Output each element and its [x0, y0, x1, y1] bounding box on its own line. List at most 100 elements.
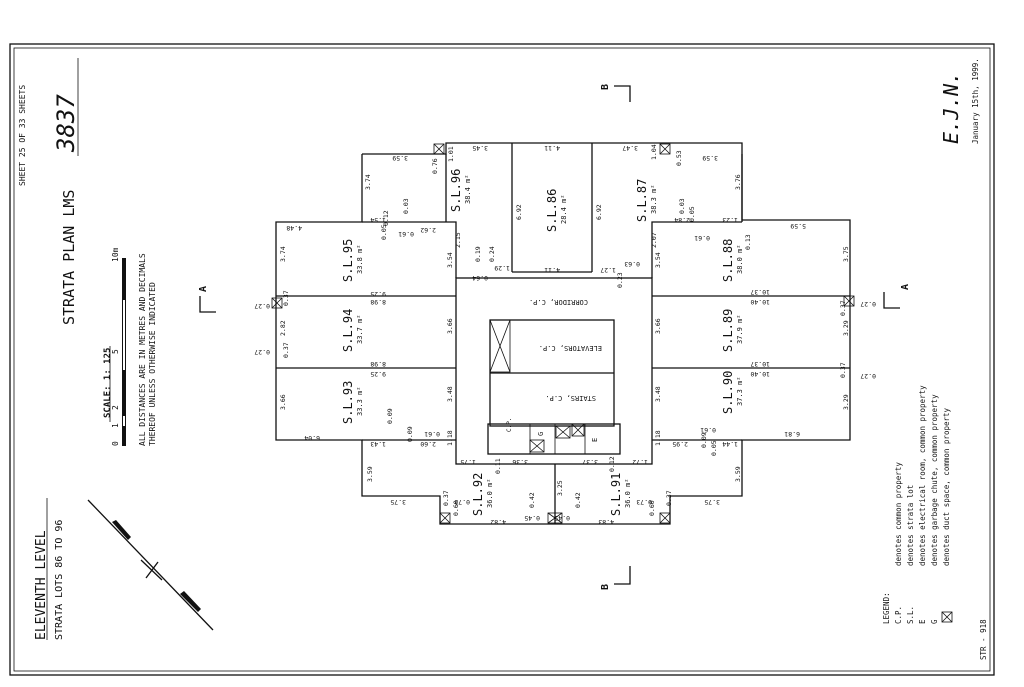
svg-text:S.L.88: S.L.88	[721, 239, 735, 282]
duct-space-icon	[271, 143, 855, 524]
svg-text:37.3 m²: 37.3 m²	[736, 376, 744, 406]
dim: 0.12	[382, 210, 390, 226]
dim: 3.25	[556, 480, 564, 496]
dim: 6.92	[595, 204, 603, 220]
dim: 2.84	[674, 216, 690, 224]
dim: 3.29	[842, 320, 850, 336]
dim: 3.48	[654, 386, 662, 402]
dim: 3.59	[366, 466, 374, 482]
sheet-border-outer	[9, 43, 995, 676]
lot-label-87: S.L.87 38.3 m²	[635, 179, 658, 222]
dim: 10.37	[750, 360, 770, 368]
dim: 0.37	[839, 300, 847, 316]
dim: 0.09	[700, 432, 708, 448]
dim: 2.95	[672, 440, 688, 448]
dim: 1.01	[447, 146, 455, 162]
dim: 3.76	[734, 174, 742, 190]
dim: 4.11	[544, 144, 560, 152]
lot-label-90: S.L.90 37.3 m²	[721, 371, 744, 414]
legend-text-sl: denotes strata lot	[906, 485, 915, 566]
dim: 0.23	[616, 272, 624, 288]
lot-label-89: S.L.89 37.9 m²	[721, 309, 744, 352]
dim: 0.45	[524, 514, 540, 522]
dim: 0.37	[282, 342, 290, 358]
dim: 1.23	[722, 216, 738, 224]
dim: 3.59	[392, 154, 408, 162]
dim: 5.59	[790, 222, 806, 230]
lot-label-95: S.L.95 33.8 m²	[341, 239, 364, 282]
dim: 3.66	[654, 318, 662, 334]
sheet-number: SHEET 25 OF 33 SHEETS	[18, 85, 27, 186]
dim: 0.76	[431, 158, 439, 174]
dim: 6.92	[515, 204, 523, 220]
dim: 2.15	[454, 232, 462, 248]
dim: 8.98	[370, 360, 386, 368]
dim: 0.13	[744, 234, 752, 250]
section-marker-a-left: A	[198, 286, 216, 313]
dim: 9.25	[370, 370, 386, 378]
svg-text:S.L.92: S.L.92	[471, 473, 485, 516]
dim: 6.04	[304, 434, 320, 442]
signature-date: January 15th, 1999.	[971, 58, 980, 144]
dim: 1.72	[632, 458, 648, 466]
lot-label-88: S.L.88 38.0 m²	[721, 239, 744, 282]
dim: 0.60	[452, 500, 460, 516]
dim: 0.63	[624, 260, 640, 268]
svg-text:33.7 m²: 33.7 m²	[356, 314, 364, 344]
svg-text:33.8 m²: 33.8 m²	[356, 244, 364, 274]
dim: 0.19	[474, 246, 482, 262]
dim: 3.54	[446, 252, 454, 268]
lot-label-96: S.L.96 38.4 m²	[449, 169, 472, 212]
scale-tick-1: 1	[111, 423, 120, 428]
floor-outline	[275, 142, 851, 525]
dim: 3.37	[582, 458, 598, 466]
dim: 3.47	[622, 144, 638, 152]
stairs-label: STAIRS, C.P.	[545, 394, 596, 402]
dim: 0.11	[494, 458, 502, 474]
svg-text:S.L.89: S.L.89	[721, 309, 735, 352]
svg-text:38.3 m²: 38.3 m²	[650, 184, 658, 214]
lot-label-91: S.L.91 36.0 m²	[609, 473, 632, 516]
svg-text:S.L.95: S.L.95	[341, 239, 355, 282]
dim: 0.61	[694, 234, 710, 242]
dim: 0.05	[380, 224, 388, 240]
svg-text:38.4 m²: 38.4 m²	[464, 174, 472, 204]
legend-code-g: G	[930, 619, 939, 624]
legend-duct-icon	[941, 611, 953, 623]
dim: 0.37	[665, 490, 673, 506]
svg-text:B: B	[600, 84, 611, 90]
dim: 2.62	[420, 226, 436, 234]
dim: 10.40	[750, 370, 770, 378]
dim: 0.05	[710, 440, 718, 456]
dim: 0.27	[860, 300, 876, 308]
dim: 0.42	[574, 492, 582, 508]
dim: 0.42	[528, 492, 536, 508]
dim: 3.45	[472, 144, 488, 152]
dim: 4.48	[286, 224, 302, 232]
scale-tick-0: 0	[111, 441, 120, 446]
legend-code-cp: C.P.	[894, 606, 903, 624]
elevators-label: ELEVATORS, C.P.	[539, 344, 602, 352]
electrical-label: E	[591, 438, 599, 442]
svg-text:A: A	[900, 284, 911, 290]
dim: 0.53	[675, 150, 683, 166]
scale-bar-gap	[123, 300, 125, 370]
dim: 1.54	[370, 216, 386, 224]
lot-label-92: S.L.92 36.0 m²	[471, 473, 494, 516]
dim: 3.75	[704, 498, 720, 506]
scale-label: SCALE: 1: 125	[103, 348, 113, 418]
dim: 0.61	[424, 430, 440, 438]
dim: 2.60	[420, 440, 436, 448]
dim: 3.59	[734, 466, 742, 482]
surveyor-signature: E.J.N.	[939, 72, 963, 144]
dim: 2.82	[279, 320, 287, 336]
dim: 0.60	[648, 500, 656, 516]
legend-code-sl: S.L.	[906, 606, 915, 624]
dim: 0.27	[860, 372, 876, 380]
svg-text:S.L.93: S.L.93	[341, 381, 355, 424]
distance-note-line1: ALL DISTANCES ARE IN METRES AND DECIMALS	[138, 253, 147, 446]
dim: 4.82	[490, 518, 506, 526]
dim: 0.03	[678, 198, 686, 214]
dim: 3.66	[279, 394, 287, 410]
legend-text-g: denotes garbage chute, common property	[930, 394, 939, 566]
